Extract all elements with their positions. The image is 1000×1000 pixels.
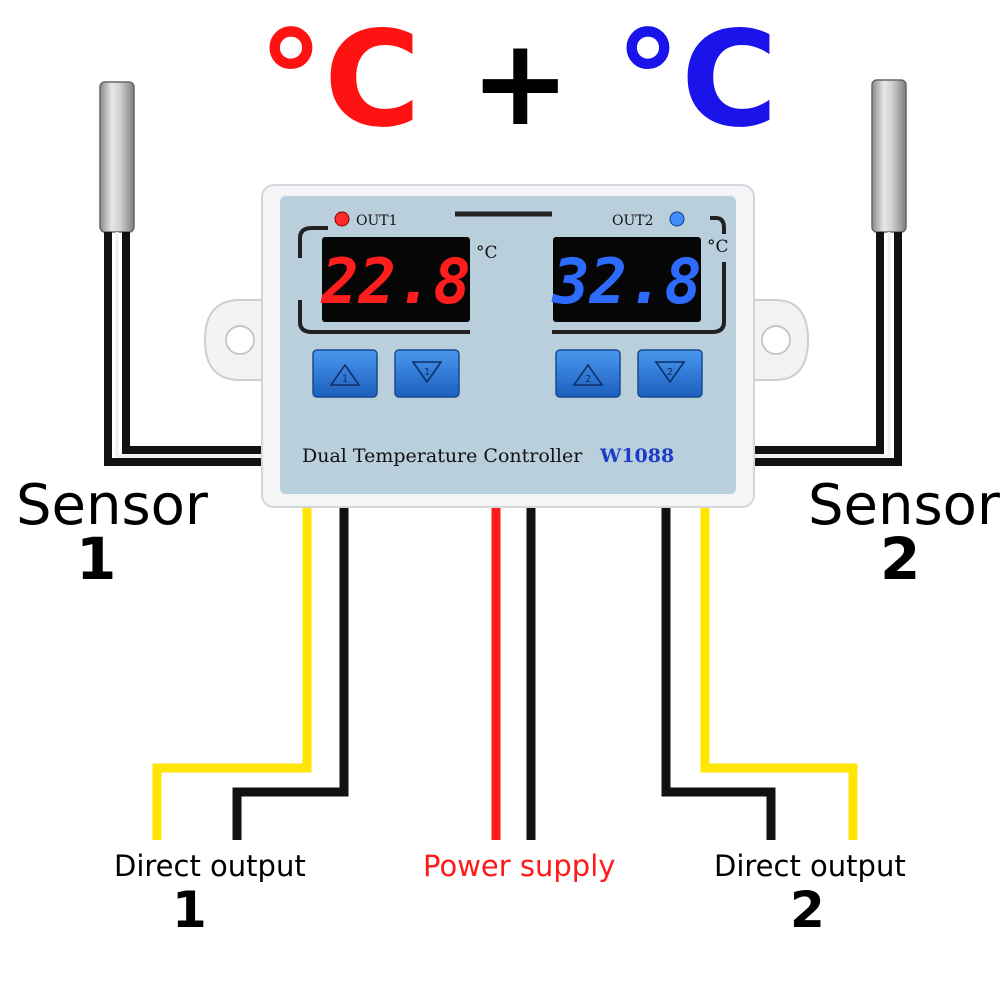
sensor-2-number: 2 [880, 525, 921, 593]
plus-sign: + [470, 14, 571, 153]
sensor-1-label: Sensor [16, 473, 208, 538]
display-2-unit: °C [707, 237, 729, 257]
unit-left-heading: °C [258, 3, 421, 157]
direct-output-2-label: Direct output [714, 849, 906, 883]
button-down-1-label[interactable]: 1 [424, 367, 430, 378]
mount-tabs [203, 299, 810, 381]
direct-output-2-number: 2 [790, 881, 825, 939]
direct-output-1-label: Direct output [114, 849, 306, 883]
model-code: W1088 [599, 445, 674, 467]
display-1-value: 22.8 [320, 245, 470, 318]
button-up-2-label[interactable]: 2 [585, 374, 591, 385]
sensor-2-probe [745, 79, 907, 466]
power-wires [491, 505, 536, 840]
sensor-2-label: Sensor [808, 473, 1000, 538]
unit-right-heading: °C [615, 3, 778, 157]
button-down-2-label[interactable]: 2 [667, 367, 673, 378]
direct-output-1-number: 1 [172, 881, 207, 939]
output-2-wires [661, 505, 858, 840]
controller-body [261, 184, 755, 508]
sensor-1-number: 1 [76, 525, 117, 593]
display-1-unit: °C [476, 243, 498, 263]
model-name: Dual Temperature Controller [302, 445, 583, 467]
out2-label: OUT2 [612, 213, 654, 229]
out1-label: OUT1 [356, 213, 398, 229]
sensor-1-probe [99, 81, 272, 466]
display-2-value: 32.8 [551, 245, 701, 318]
output-1-wires [152, 505, 349, 840]
power-supply-label: Power supply [423, 849, 616, 883]
button-up-1-label[interactable]: 1 [342, 374, 348, 385]
